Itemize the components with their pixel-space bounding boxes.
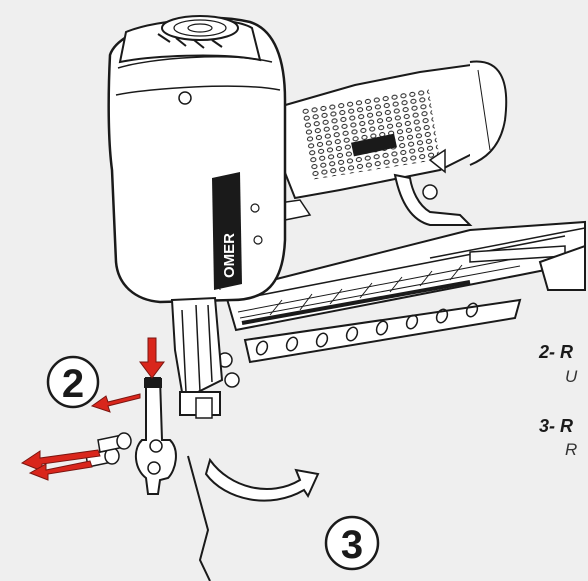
step-3-badge: 3	[324, 515, 380, 571]
red-arrows	[20, 337, 165, 481]
nose-piece	[170, 296, 224, 419]
step-3-description: R	[565, 440, 578, 459]
left-arrow-icon	[90, 393, 141, 413]
guide-plate	[134, 377, 177, 495]
screws	[85, 432, 132, 468]
step-2-description: U	[565, 367, 578, 386]
step-2-badge: 2	[46, 355, 100, 409]
left-arrow-icon	[20, 449, 101, 472]
tool-body: OMER	[107, 15, 287, 388]
down-arrow-icon	[139, 337, 165, 379]
step-3-title: 3- R	[539, 416, 574, 436]
handle	[263, 60, 508, 226]
magazine	[223, 220, 586, 364]
left-arrow-icon	[28, 460, 93, 481]
brand-label: OMER	[221, 233, 238, 278]
rotate-arrow-icon	[187, 455, 320, 581]
step-2-title: 2- R	[539, 342, 574, 362]
step-3-number: 3	[341, 523, 363, 567]
step-2-number: 2	[62, 362, 84, 406]
